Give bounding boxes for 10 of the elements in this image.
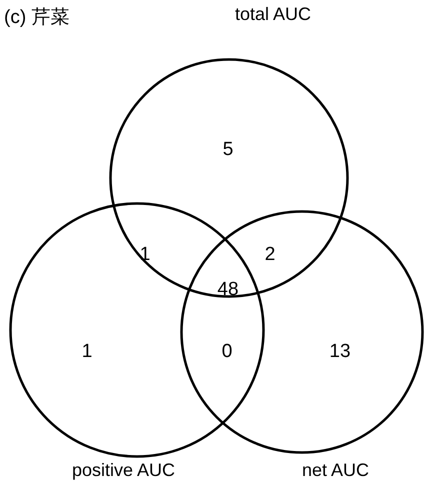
region-count: 13 (329, 341, 351, 363)
region-count: 48 (217, 279, 239, 301)
region-count: 2 (264, 244, 276, 266)
region-count: 0 (222, 341, 232, 363)
set-label: net AUC (302, 460, 370, 481)
set-label: total AUC (235, 4, 312, 25)
region-count: 5 (222, 139, 234, 161)
set-label: positive AUC (72, 460, 176, 481)
region-count: 1 (82, 341, 92, 363)
figure-title: (c) 芹菜 (4, 6, 70, 30)
